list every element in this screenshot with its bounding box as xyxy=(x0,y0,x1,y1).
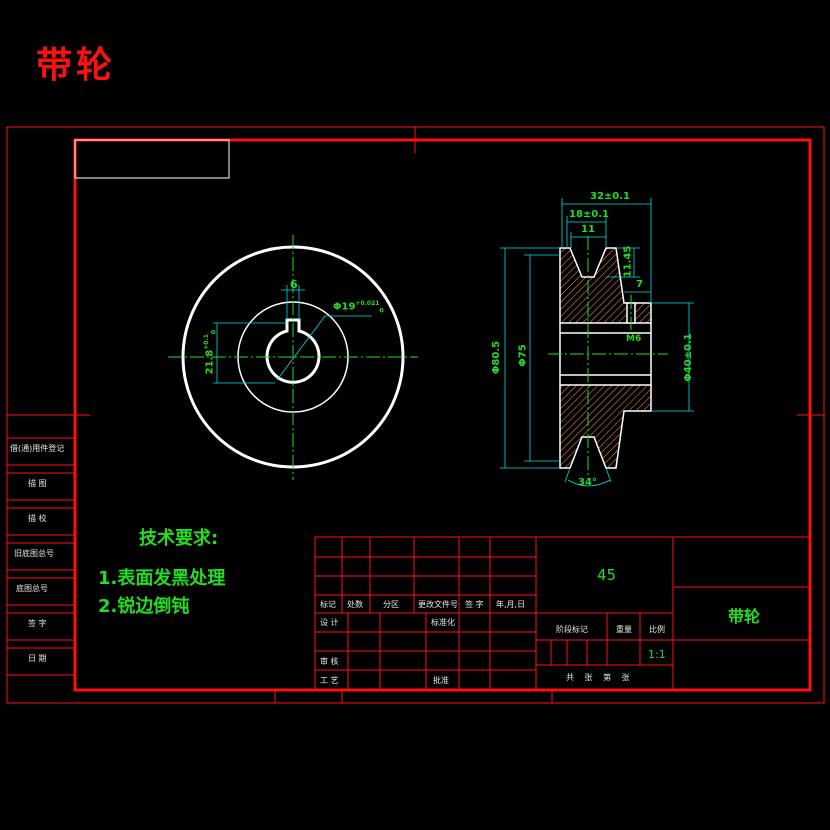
left-block-label-6: 签 字 xyxy=(28,619,47,628)
left-block-label-1: 借(通)用件登记 xyxy=(10,444,65,453)
dim-pitch-dia: Φ75 xyxy=(517,344,529,367)
left-block xyxy=(7,437,75,676)
dim-groove-pitch: 18±0.1 xyxy=(569,209,610,220)
bore-label: Φ19+0.0210 xyxy=(333,300,384,314)
col-change-doc: 更改文件号 xyxy=(418,600,458,609)
col-sign: 签 字 xyxy=(465,600,484,609)
dim-total-width: 32±0.1 xyxy=(590,191,631,202)
key-depth-tol: +0.1 xyxy=(203,334,211,350)
process-label: 工 艺 xyxy=(320,676,339,685)
approve-label: 批准 xyxy=(433,676,449,685)
weight-label: 重量 xyxy=(616,625,632,634)
tech-req-item-1: 1.表面发黑处理 xyxy=(98,568,226,589)
key-width-label: 6 xyxy=(290,278,298,291)
left-block-label-5: 底图总号 xyxy=(16,584,48,593)
col-date: 年,月,日 xyxy=(496,600,526,609)
scale-value: 1:1 xyxy=(648,648,666,661)
left-block-label-3: 描 校 xyxy=(28,514,47,523)
dim-hub-len: 7 xyxy=(636,279,643,290)
end-view xyxy=(168,235,418,480)
dim-screw: M6 xyxy=(626,334,642,344)
dim-groove-top: 11 xyxy=(581,224,595,235)
bore-dia: Φ19 xyxy=(333,301,356,313)
code-box xyxy=(74,139,230,179)
dim-groove-depth: 11.45 xyxy=(622,245,634,278)
col-mark: 标记 xyxy=(320,600,336,609)
col-zone: 分区 xyxy=(383,600,399,609)
section-view xyxy=(500,198,694,487)
key-depth: 21.8 xyxy=(204,349,216,375)
check-label: 审 核 xyxy=(320,657,339,666)
left-block-label-7: 日 期 xyxy=(28,654,47,663)
bore-tol: +0.021 xyxy=(355,300,380,307)
tech-req-item-2: 2.锐边倒钝 xyxy=(98,596,190,617)
col-count: 处数 xyxy=(347,600,363,609)
dim-outer-dia: Φ80.5 xyxy=(491,340,503,375)
section-lower xyxy=(559,384,652,469)
title-block xyxy=(314,536,811,691)
dim-groove-angle: 34° xyxy=(578,477,597,488)
sheets-label: 共 张 第 张 xyxy=(566,673,634,682)
drawing-title: 带轮 xyxy=(36,44,117,86)
tech-req-heading: 技术要求: xyxy=(139,528,219,549)
ratio-label: 比例 xyxy=(649,625,665,634)
key-depth-tol-lo: 0 xyxy=(210,329,218,335)
dim-hub-dia: Φ40±0.1 xyxy=(682,333,694,382)
key-depth-label: 21.8+0.10 xyxy=(203,330,217,375)
bore-tol-lo: 0 xyxy=(379,307,384,315)
material: 45 xyxy=(597,566,617,584)
part-name: 带轮 xyxy=(728,607,761,626)
stage-label: 阶段标记 xyxy=(556,625,588,634)
standard-label: 标准化 xyxy=(431,618,455,627)
left-block-label-2: 描 图 xyxy=(28,479,47,488)
left-block-label-4: 旧底图总号 xyxy=(14,549,54,558)
design-label: 设 计 xyxy=(320,618,339,627)
